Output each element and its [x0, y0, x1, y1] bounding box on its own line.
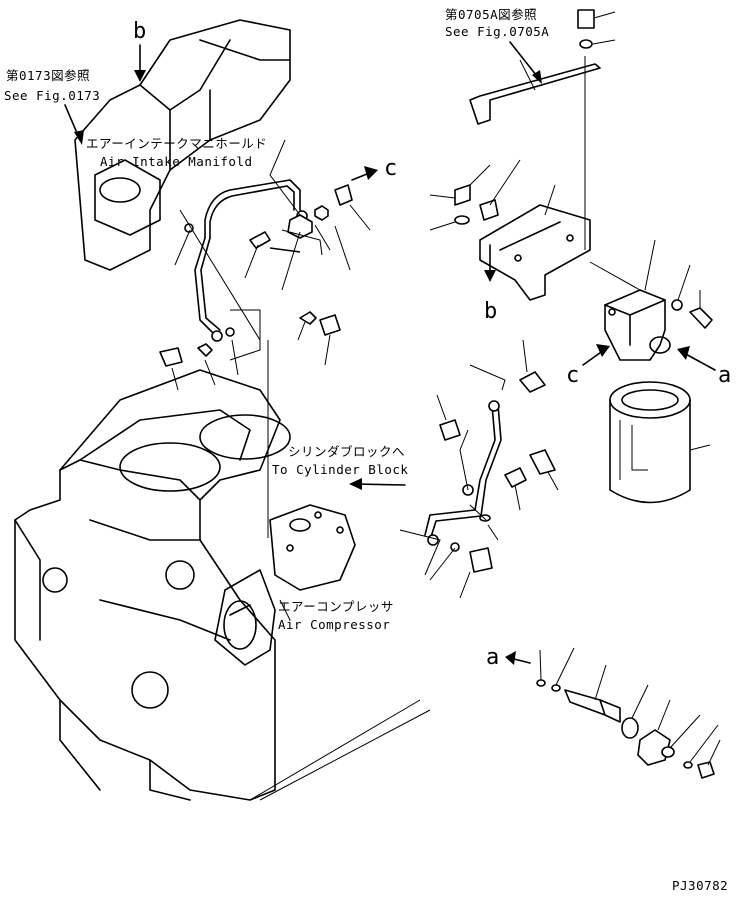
filter-cartridge-drawing	[609, 381, 711, 504]
callout-c-mid: c	[566, 363, 579, 388]
filter-head-drawing	[589, 261, 713, 361]
air-compressor-en: Air Compressor	[278, 617, 390, 632]
ref-0705a-jp: 第0705A図参照	[445, 7, 537, 22]
manifold-en: Air Intake Manifold	[100, 154, 253, 169]
callout-a-bottom: a	[486, 645, 499, 670]
exploded-parts-drawing	[536, 679, 715, 779]
cylinder-block-en: To Cylinder Block	[272, 462, 408, 477]
cylinder-block-jp: シリンダブロックへ	[288, 444, 405, 459]
compressor-tube-drawing	[399, 364, 556, 576]
callout-a-right: a	[718, 363, 731, 388]
callout-b-top: b	[133, 19, 146, 44]
text-labels: 第0705A図参照 See Fig.0705A 第0173図参照 See Fig…	[4, 7, 731, 893]
leader-lines	[171, 11, 721, 766]
ref-0173-en: See Fig.0173	[4, 88, 100, 103]
ref-0173-jp: 第0173図参照	[6, 68, 90, 83]
mounting-bracket-drawing	[454, 9, 601, 301]
air-intake-manifold-drawing	[74, 19, 291, 271]
callout-b-mid: b	[484, 299, 497, 324]
ref-0705a-en: See Fig.0705A	[445, 24, 549, 39]
air-compressor-jp: エアーコンプレッサ	[278, 599, 394, 614]
drawing-number: PJ30782	[672, 878, 728, 893]
callout-c-top: c	[384, 156, 397, 181]
air-compressor-drawing	[214, 340, 356, 666]
manifold-jp: エアーインテークマニホールド	[86, 136, 267, 151]
cylinder-block-drawing	[14, 369, 431, 801]
upper-hardware	[159, 184, 353, 367]
reference-arrows	[64, 41, 716, 665]
manifold-tube-drawing	[179, 179, 308, 342]
